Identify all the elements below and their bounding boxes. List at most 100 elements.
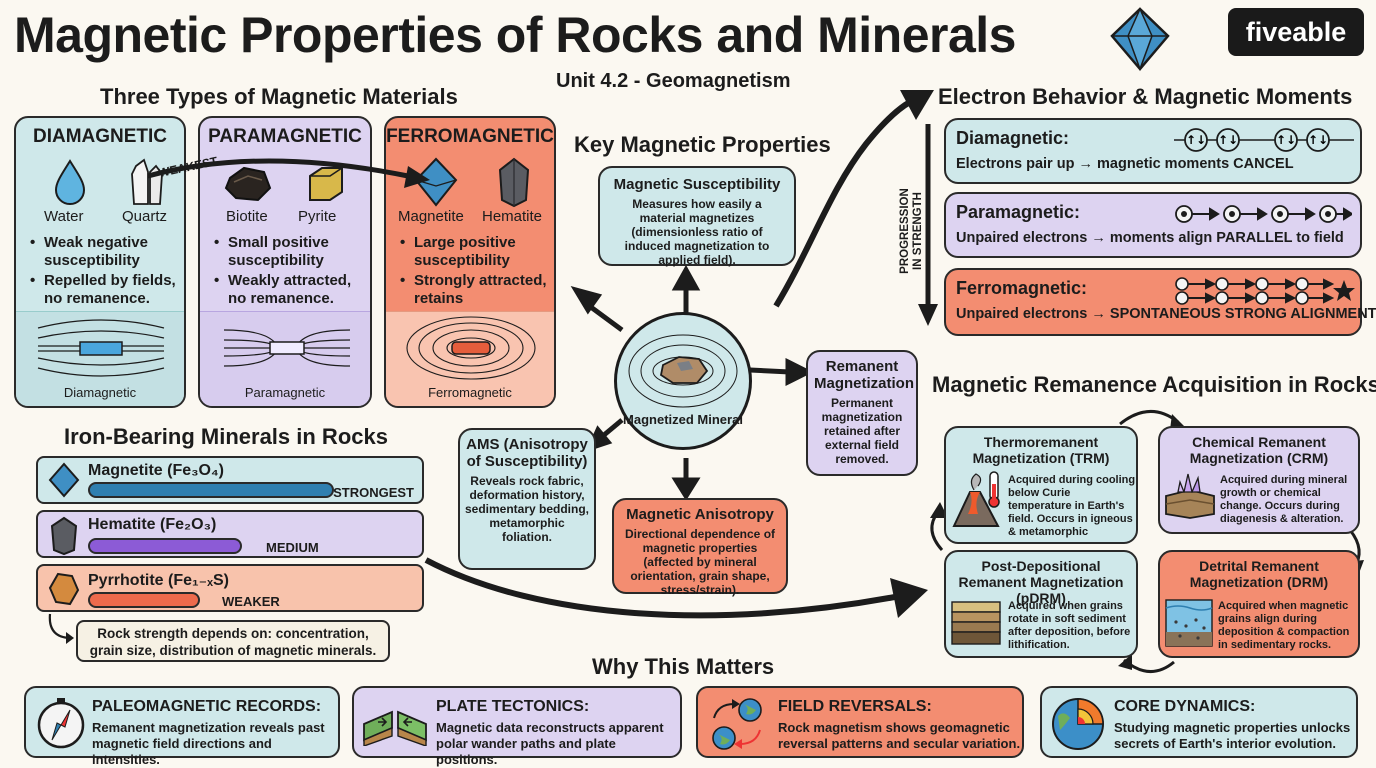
- ams-card: AMS (Anisotropy of Susceptibility) Revea…: [458, 428, 596, 570]
- property-title: Magnetic Anisotropy: [626, 506, 774, 523]
- magnetized-mineral-icon: [628, 334, 738, 408]
- remanence-title: Post-Depositional Remanent Magnetization…: [958, 558, 1124, 606]
- material-name: PARAMAGNETIC: [208, 126, 362, 147]
- property-bullet: Weak negative susceptibility: [30, 234, 178, 270]
- why-title: PALEOMAGNETIC RECORDS:: [92, 698, 322, 715]
- biotite-icon: [224, 166, 272, 202]
- electron-diamagnetic-card: Diamagnetic: Electrons pair up → magneti…: [944, 118, 1362, 184]
- pyrrhotite-icon: [48, 572, 80, 606]
- progression-arrow: [918, 124, 938, 326]
- diamagnetic-field-lines: [37, 319, 165, 377]
- why-paleomagnetic-card: PALEOMAGNETIC RECORDS: Remanent magnetiz…: [24, 686, 340, 767]
- remanence-title: Thermoremanent Magnetization (TRM): [972, 434, 1110, 466]
- strength-label: STRONGEST: [333, 485, 414, 500]
- diagram-label: Ferromagnetic: [428, 385, 512, 400]
- why-heading: Why This Matters: [592, 654, 775, 679]
- electron-desc: Unpaired electrons → moments align PARAL…: [956, 230, 1344, 246]
- hematite-row: Hematite (Fe₂O₃) MEDIUM: [36, 510, 424, 558]
- material-name: DIAMAGNETIC: [32, 126, 168, 147]
- remanence-desc: Acquired when magnetic grains align duri…: [1218, 600, 1350, 651]
- sedimentation-water-icon: [1165, 599, 1213, 647]
- sediment-layers-icon: [951, 601, 1001, 645]
- electron-heading: Electron Behavior & Magnetic Moments: [938, 84, 1353, 109]
- anisotropy-card: Magnetic Anisotropy Directional dependen…: [612, 498, 788, 597]
- material-name: FERROMAGNETIC: [386, 126, 554, 147]
- diagram-label: Paramagnetic: [244, 385, 326, 400]
- why-desc: Rock magnetism shows geomagnetic reversa…: [778, 720, 1021, 751]
- electron-desc: Electrons pair up → magnetic moments CAN…: [956, 156, 1294, 172]
- strength-label: MEDIUM: [266, 540, 319, 555]
- why-desc: Remanent magnetization reveals past magn…: [92, 720, 325, 767]
- paired-electron-icons: ↑↓↑↓ ↑↓↑↓: [1174, 128, 1354, 152]
- svg-text:↑↓: ↑↓: [1218, 133, 1238, 147]
- water-drop-icon: [54, 159, 86, 205]
- property-desc: Reveals rock fabric, deformation history…: [464, 474, 590, 544]
- why-title: PLATE TECTONICS:: [436, 698, 590, 715]
- why-plate-card: PLATE TECTONICS: Magnetic data reconstru…: [352, 686, 682, 767]
- remanence-desc: Acquired when grains rotate in soft sedi…: [1008, 600, 1131, 651]
- strength-bar: [88, 482, 334, 498]
- remanence-title: Detrital Remanent Magnetization (DRM): [1189, 558, 1329, 590]
- fiveable-logo[interactable]: fiveable: [1228, 8, 1364, 56]
- drm-card: Detrital Remanent Magnetization (DRM) Ac…: [1158, 550, 1360, 658]
- key-properties-heading: Key Magnetic Properties: [574, 132, 831, 157]
- reversal-globes-icon: [712, 698, 762, 750]
- property-title: Magnetic Susceptibility: [613, 176, 781, 193]
- mineral-name: Hematite (Fe₂O₃): [88, 516, 217, 533]
- electron-title: Diamagnetic:: [956, 128, 1070, 148]
- mineral-name: Pyrrhotite (Fe₁₋ₓS): [88, 572, 229, 589]
- electron-title: Paramagnetic:: [956, 202, 1081, 222]
- sample-label: Biotite: [226, 208, 268, 225]
- remanent-card: Remanent Magnetization Permanent magneti…: [806, 350, 918, 476]
- diamagnetic-card: DIAMAGNETIC Water Quartz Weak negative s…: [14, 116, 186, 408]
- magnetite-row: Magnetite (Fe₃O₄) STRONGEST: [36, 456, 424, 504]
- electron-title: Ferromagnetic:: [956, 278, 1088, 298]
- flow-arrow-right: [424, 557, 928, 619]
- diagram-label: Diamagnetic: [63, 385, 137, 400]
- susceptibility-card: Magnetic Susceptibility Measures how eas…: [598, 166, 796, 267]
- electron-paramagnetic-card: Paramagnetic: Unpaired electrons → momen…: [944, 192, 1362, 258]
- property-desc: Directional dependence of magnetic prope…: [624, 527, 776, 597]
- earth-core-icon: [1052, 698, 1104, 750]
- pyrite-cube-icon: [309, 167, 343, 201]
- trm-card: Thermoremanent Magnetization (TRM) Acqui…: [944, 426, 1138, 544]
- property-desc: Measures how easily a material magnetize…: [624, 197, 770, 267]
- note-arrow: [48, 613, 74, 644]
- magnetized-mineral-hub: Magnetized Mineral: [614, 312, 752, 450]
- paramagnetic-field-lines: [223, 329, 351, 367]
- property-title: Remanent Magnetization: [814, 358, 914, 392]
- field-diagram: Ferromagnetic: [386, 311, 554, 406]
- compass-icon: [37, 698, 85, 749]
- sample-label: Magnetite: [398, 208, 464, 225]
- progression-label: PROGRESSION IN STRENGTH: [899, 188, 924, 274]
- remanence-desc: Acquired during mineral growth or chemic…: [1220, 474, 1348, 525]
- page-subtitle: Unit 4.2 - Geomagnetism: [556, 70, 791, 92]
- why-desc: Magnetic data reconstructs apparent pola…: [436, 720, 664, 767]
- property-bullet: Small positive susceptibility: [214, 234, 364, 270]
- why-title: CORE DYNAMICS:: [1114, 698, 1256, 715]
- svg-text:↑↓: ↑↓: [1186, 133, 1206, 147]
- weakest-arrow: [147, 158, 430, 188]
- why-reversals-card: FIELD REVERSALS: Rock magnetism shows ge…: [696, 686, 1024, 758]
- why-core-card: CORE DYNAMICS: Studying magnetic propert…: [1040, 686, 1358, 758]
- why-title: FIELD REVERSALS:: [778, 698, 932, 715]
- hematite-crystal-icon: [498, 157, 530, 208]
- crystal-icon: [1110, 7, 1170, 72]
- flow-arrow-up: [773, 90, 934, 308]
- remanence-desc: Acquired during cooling below Curie temp…: [1008, 474, 1136, 538]
- sample-label: Water: [44, 208, 84, 225]
- electron-ferromagnetic-card: Ferromagnetic: Unpaired electrons → SPON…: [944, 268, 1376, 336]
- ferromagnetic-card: FERROMAGNETIC Magnetite Hematite Large p…: [384, 116, 556, 408]
- aligned-electron-icons: [1175, 205, 1352, 223]
- hub-label: Magnetized Mineral: [623, 412, 743, 427]
- field-diagram: Diamagnetic: [16, 311, 184, 406]
- property-desc: Permanent magnetization retained after e…: [821, 396, 903, 466]
- remanence-heading: Magnetic Remanence Acquisition in Rocks: [932, 372, 1376, 397]
- sample-label: Hematite: [482, 208, 543, 225]
- three-types-heading: Three Types of Magnetic Materials: [100, 84, 458, 109]
- pdrm-card: Post-Depositional Remanent Magnetization…: [944, 550, 1138, 658]
- why-desc: Studying magnetic properties unlocks sec…: [1114, 720, 1351, 751]
- crm-card: Chemical Remanent Magnetization (CRM) Ac…: [1158, 426, 1360, 534]
- property-title: AMS (Anisotropy of Susceptibility): [466, 436, 588, 470]
- property-bullet: Weakly attracted, no remanence.: [214, 272, 364, 308]
